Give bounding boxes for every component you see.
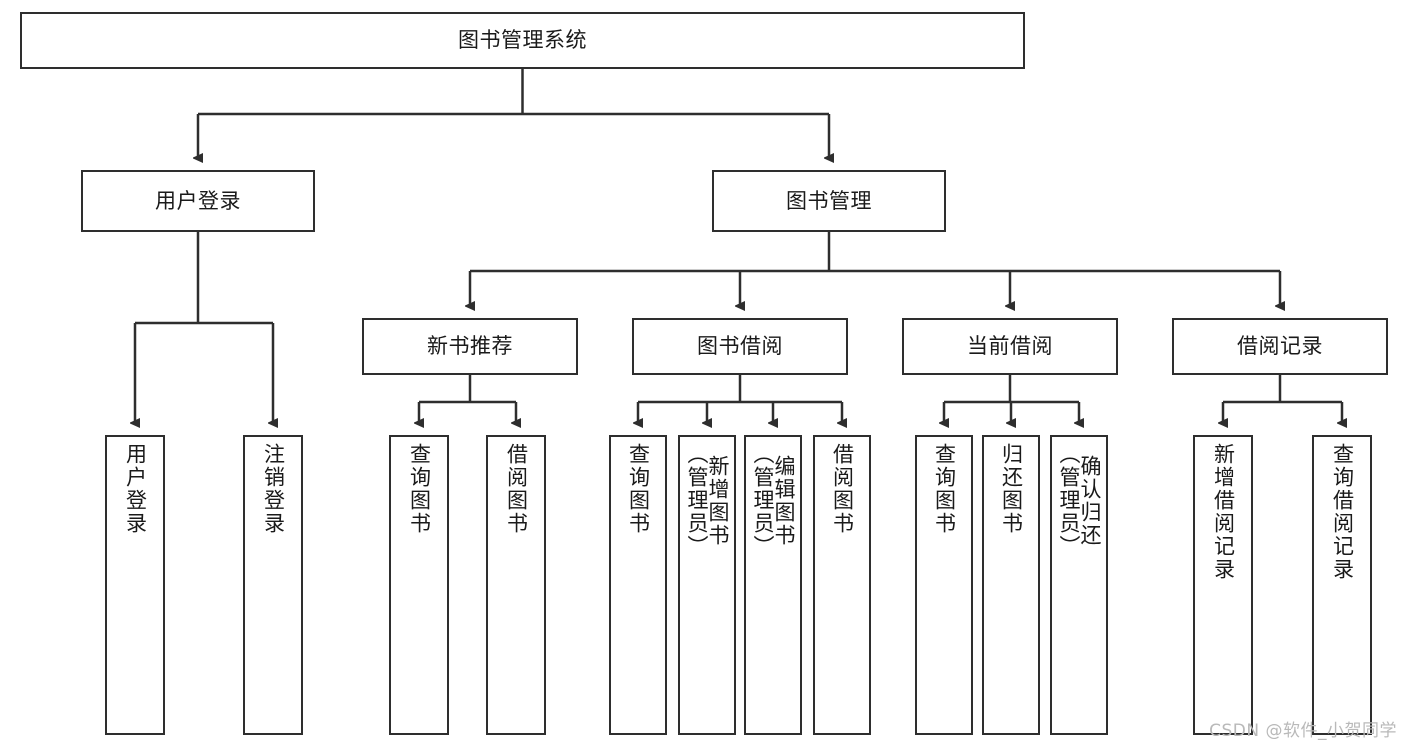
node-label: 用户登录 (123, 443, 148, 535)
node-label: 新增图书 （管理员） (685, 443, 730, 558)
node-current-borrow[interactable]: 当前借阅 (902, 318, 1118, 375)
node-label: 借阅记录 (1237, 334, 1323, 359)
node-leaf-confirm-return[interactable]: 确认归还 （管理员） (1050, 435, 1108, 735)
node-label: 图书借阅 (697, 334, 783, 359)
csdn-watermark: CSDN @软件_小贺同学 (1209, 721, 1397, 741)
node-label: 当前借阅 (967, 334, 1053, 359)
node-leaf-return-book[interactable]: 归还图书 (982, 435, 1040, 735)
node-label: 用户登录 (155, 188, 241, 213)
node-leaf-add-book[interactable]: 新增图书 （管理员） (678, 435, 736, 735)
node-leaf-query-book-1[interactable]: 查询图书 (389, 435, 449, 735)
node-label: 借阅图书 (830, 443, 855, 535)
node-book-manage[interactable]: 图书管理 (712, 170, 946, 232)
node-label: 查询图书 (932, 443, 957, 535)
node-label: 查询图书 (626, 443, 651, 535)
node-leaf-user-login[interactable]: 用户登录 (105, 435, 165, 735)
node-leaf-logout[interactable]: 注销登录 (243, 435, 303, 735)
node-label: 借阅图书 (504, 443, 529, 535)
node-label: 新增借阅记录 (1211, 443, 1236, 581)
node-leaf-edit-book[interactable]: 编辑图书 （管理员） (744, 435, 802, 735)
node-label: 新书推荐 (427, 334, 513, 359)
node-leaf-add-record[interactable]: 新增借阅记录 (1193, 435, 1253, 735)
node-user-login[interactable]: 用户登录 (81, 170, 315, 232)
node-leaf-borrow-book-2[interactable]: 借阅图书 (813, 435, 871, 735)
node-label: 编辑图书 （管理员） (751, 443, 796, 558)
node-leaf-borrow-book-1[interactable]: 借阅图书 (486, 435, 546, 735)
node-root-system[interactable]: 图书管理系统 (20, 12, 1025, 69)
node-new-book-recommend[interactable]: 新书推荐 (362, 318, 578, 375)
node-label: 查询借阅记录 (1330, 443, 1355, 581)
node-leaf-query-book-3[interactable]: 查询图书 (915, 435, 973, 735)
node-label: 图书管理 (786, 188, 872, 213)
node-book-borrow[interactable]: 图书借阅 (632, 318, 848, 375)
node-borrow-record[interactable]: 借阅记录 (1172, 318, 1388, 375)
node-label: 查询图书 (407, 443, 432, 535)
node-label: 图书管理系统 (458, 28, 587, 53)
node-leaf-query-book-2[interactable]: 查询图书 (609, 435, 667, 735)
node-label: 归还图书 (999, 443, 1024, 535)
node-label: 确认归还 （管理员） (1057, 443, 1102, 558)
node-leaf-query-record[interactable]: 查询借阅记录 (1312, 435, 1372, 735)
node-label: 注销登录 (261, 443, 286, 535)
